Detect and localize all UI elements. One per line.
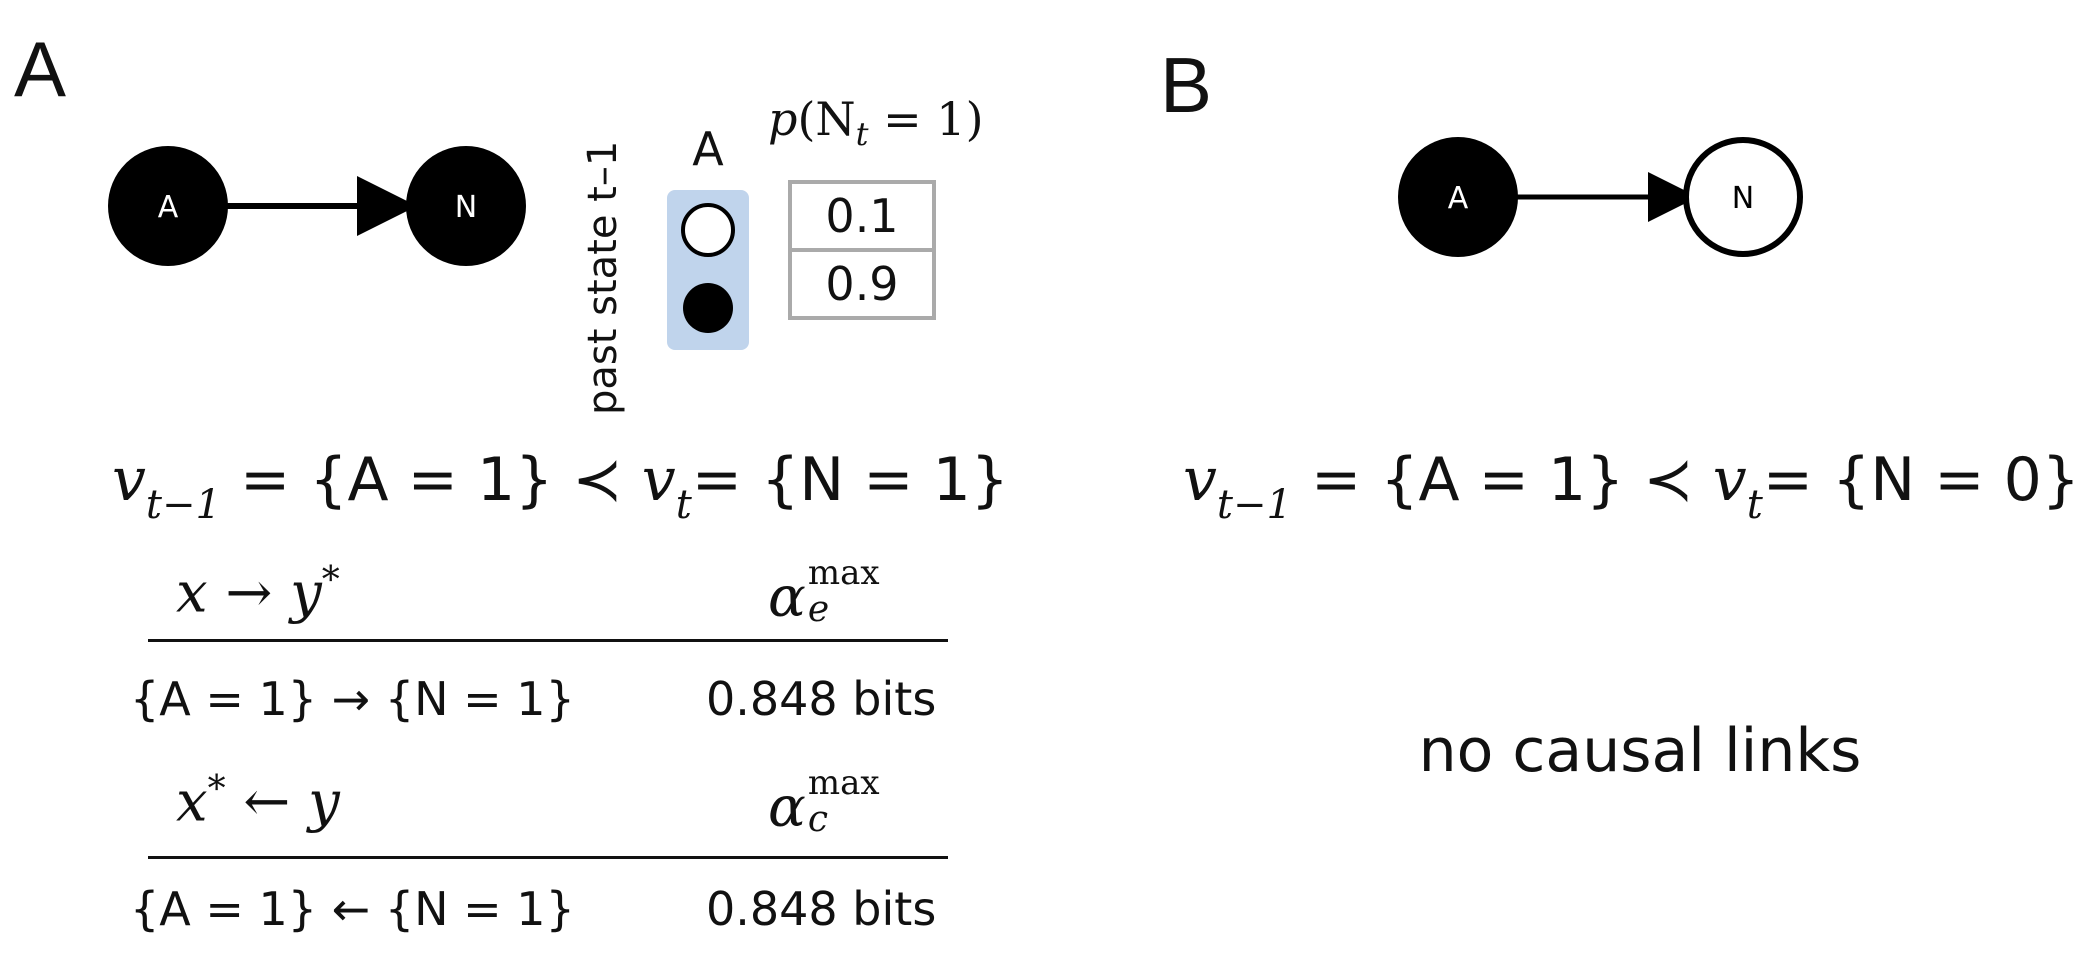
node-a[interactable]: [108, 146, 228, 266]
node-n[interactable]: [1683, 137, 1803, 257]
effect-row-value: 0.848 bits: [706, 672, 937, 726]
effect-row-mechanism: {A = 1} → {N = 1}: [130, 672, 575, 726]
node-a-label: A: [1448, 181, 1469, 216]
tpm-value-on: 0.9: [788, 248, 936, 320]
prob-p: p: [768, 92, 798, 146]
tpm-values: 0.1 0.9: [788, 180, 936, 320]
cause-row-value: 0.848 bits: [706, 882, 937, 936]
panel-b-transition: vt−1 = {A = 1} ≺ vt= {N = 0}: [1183, 445, 2080, 528]
effect-table-rule: [148, 639, 948, 642]
panel-b-network: A N: [1398, 137, 1803, 257]
node-a-label: A: [158, 190, 179, 225]
tpm-state-column: [667, 190, 749, 350]
tpm-prob-header: p(Nt = 1): [768, 92, 984, 153]
panel-a-network: A N: [108, 146, 526, 266]
tpm-column-label: A: [692, 122, 724, 176]
state-off-icon: [681, 203, 735, 257]
node-a[interactable]: [1398, 137, 1518, 257]
tpm-value-off: 0.1: [788, 180, 936, 252]
tpm-axis-label: past state t–1: [580, 140, 626, 415]
effect-table-header: x → y*: [176, 560, 340, 626]
cause-table-header: x* ← y: [176, 769, 340, 835]
cause-row-mechanism: {A = 1} ← {N = 1}: [130, 882, 575, 936]
node-n-label: N: [1732, 181, 1754, 216]
panel-b-label: B: [1160, 41, 1213, 129]
state-on-icon: [683, 283, 733, 333]
node-n-label: N: [455, 190, 477, 225]
panel-a-transition: vt−1 = {A = 1} ≺ vt= {N = 1}: [112, 445, 1009, 528]
panel-a-label: A: [14, 25, 67, 113]
no-causal-links-message: no causal links: [1418, 716, 1862, 786]
cause-table-rule: [148, 856, 948, 859]
node-n[interactable]: [406, 146, 526, 266]
